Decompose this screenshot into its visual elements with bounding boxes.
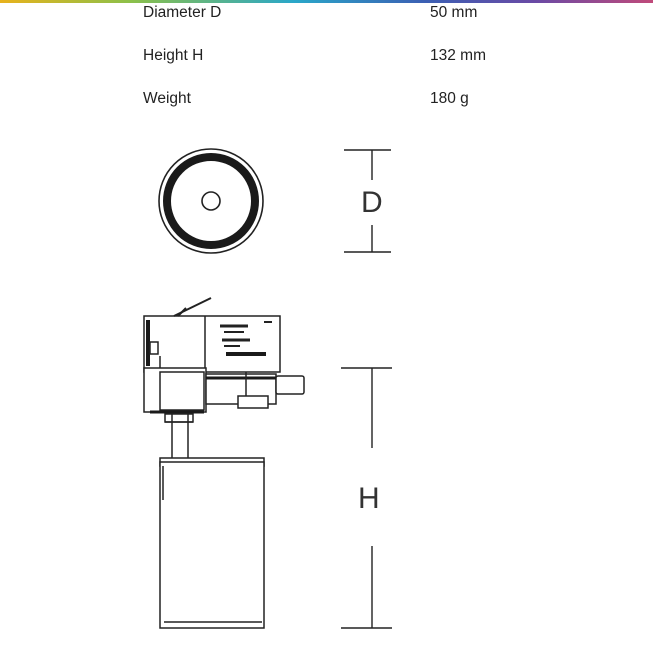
- track-adapter: [143, 297, 305, 414]
- top-view-reflector-ring: [163, 153, 259, 249]
- spec-value: 50 mm: [430, 4, 478, 21]
- height-dimension: [341, 367, 392, 629]
- top-view-lens: [201, 191, 221, 211]
- spec-row-weight: Weight 180 g: [0, 90, 653, 110]
- spec-label: Weight: [143, 90, 191, 107]
- diameter-letter: D: [361, 186, 383, 219]
- top-view: [158, 148, 264, 254]
- stem: [164, 413, 194, 458]
- spec-value: 180 g: [430, 90, 469, 107]
- spec-label: Height H: [143, 47, 204, 64]
- spec-row-height: Height H 132 mm: [0, 47, 653, 67]
- spec-row-diameter: Diameter D 50 mm: [0, 4, 653, 24]
- side-view: [143, 297, 305, 629]
- cylinder-body: [159, 457, 265, 629]
- brand-gradient-bar: [0, 0, 653, 3]
- diameter-dimension: [344, 149, 391, 253]
- spec-label: Diameter D: [143, 4, 222, 21]
- spec-value: 132 mm: [430, 47, 486, 64]
- height-letter: H: [358, 482, 380, 515]
- top-view-outer-ring: [158, 148, 264, 254]
